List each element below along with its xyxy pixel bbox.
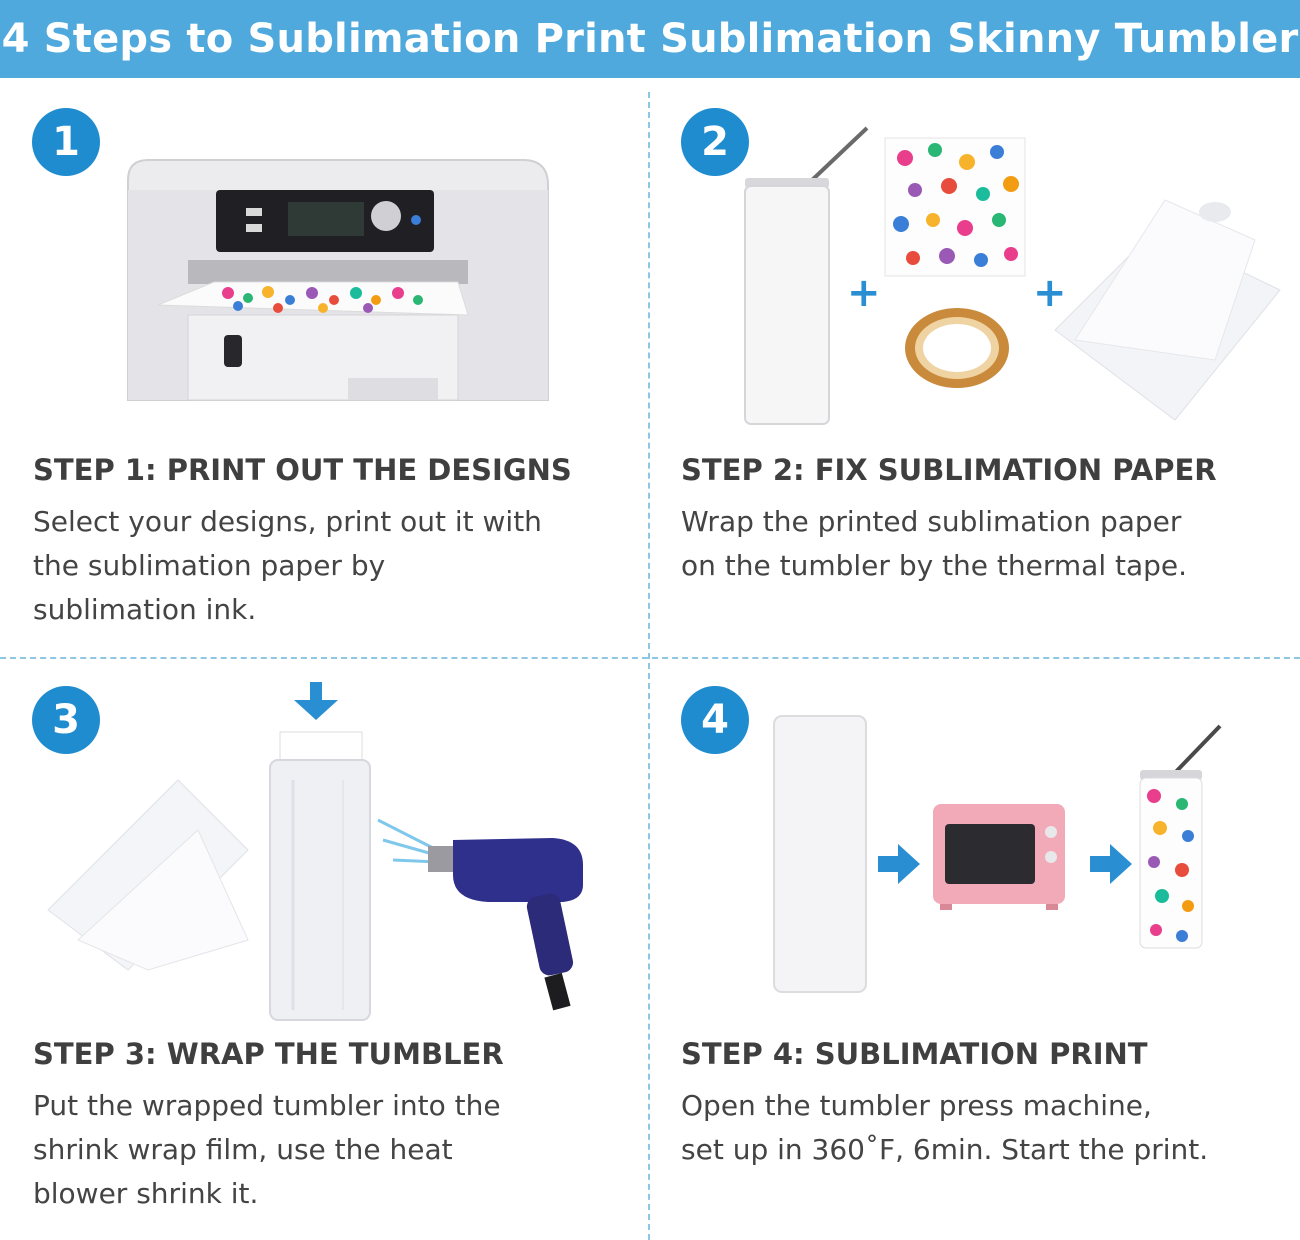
page-title-banner: 4 Steps to Sublimation Print Sublimation…	[0, 0, 1300, 78]
step-1-description: Select your designs, print out it with t…	[33, 500, 542, 632]
step-3-description-line: Put the wrapped tumbler into the	[33, 1089, 501, 1122]
step-2-number-badge: 2	[681, 108, 749, 176]
vertical-divider	[648, 92, 650, 1240]
shrink-wrap-heat-gun-illustration	[47, 682, 583, 1021]
step-3-description-line: shrink wrap film, use the heat	[33, 1133, 453, 1166]
step-3-title: STEP 3: WRAP THE TUMBLER	[33, 1037, 504, 1071]
horizontal-divider	[0, 657, 1300, 659]
step-4-description-line: set up in 360˚F, 6min. Start the print.	[681, 1133, 1209, 1166]
step-1-number: 1	[52, 119, 80, 165]
tumbler-paper-tape-illustration: + +	[744, 126, 1281, 425]
step-4-description: Open the tumbler press machine, set up i…	[681, 1084, 1208, 1172]
svg-text:+: +	[1033, 270, 1067, 316]
step-3-description: Put the wrapped tumbler into the shrink …	[33, 1084, 501, 1216]
step-3-description-line: blower shrink it.	[33, 1177, 259, 1210]
step-3-number-badge: 3	[32, 686, 100, 754]
step-4-title: STEP 4: SUBLIMATION PRINT	[681, 1037, 1148, 1071]
page-title: 4 Steps to Sublimation Print Sublimation…	[1, 16, 1299, 62]
step-2-title: STEP 2: FIX SUBLIMATION PAPER	[681, 453, 1217, 487]
printer-illustration	[127, 159, 549, 401]
step-1-description-line: the sublimation paper by	[33, 549, 386, 582]
step-1-title: STEP 1: PRINT OUT THE DESIGNS	[33, 453, 572, 487]
step-1-description-line: Select your designs, print out it with	[33, 505, 542, 538]
oven-finished-tumbler-illustration	[773, 715, 1222, 993]
step-2-description: Wrap the printed sublimation paper on th…	[681, 500, 1187, 588]
step-3-number: 3	[52, 697, 80, 743]
step-2-description-line: Wrap the printed sublimation paper	[681, 505, 1182, 538]
step-1-description-line: sublimation ink.	[33, 593, 257, 626]
svg-text:+: +	[847, 270, 881, 316]
step-2-number: 2	[701, 119, 729, 165]
step-4-number-badge: 4	[681, 686, 749, 754]
step-4-description-line: Open the tumbler press machine,	[681, 1089, 1152, 1122]
step-4-number: 4	[701, 697, 729, 743]
step-1-number-badge: 1	[32, 108, 100, 176]
step-2-description-line: on the tumbler by the thermal tape.	[681, 549, 1188, 582]
